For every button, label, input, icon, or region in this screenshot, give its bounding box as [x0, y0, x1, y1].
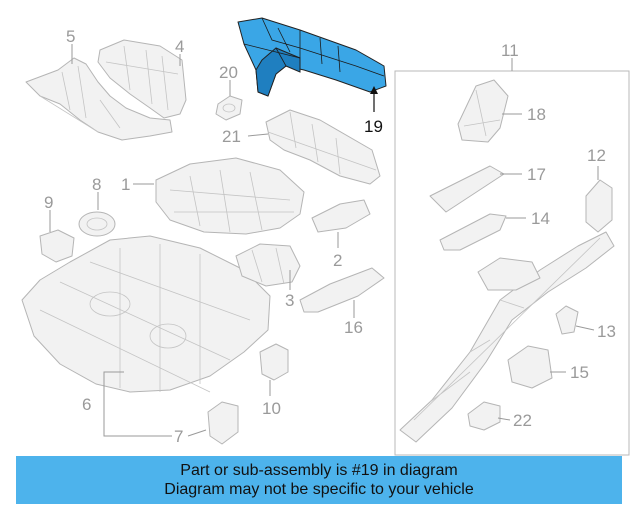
part-17-shape [429, 165, 505, 213]
leader-lines [49, 44, 599, 437]
callout-16: 16 [344, 318, 363, 337]
part-2-shape [311, 199, 371, 233]
callout-17: 17 [527, 165, 546, 184]
info-banner: Part or sub-assembly is #19 in diagram D… [16, 456, 622, 504]
callout-5: 5 [66, 27, 75, 46]
banner-line-2: Diagram may not be specific to your vehi… [164, 481, 474, 498]
part-18-shape [457, 79, 509, 143]
part-20-shape [215, 95, 243, 121]
callout-8: 8 [92, 175, 101, 194]
part-19-shape [237, 17, 387, 97]
callout-22: 22 [513, 411, 532, 430]
callout-13: 13 [597, 322, 616, 341]
callout-2: 2 [333, 251, 342, 270]
part-22-shape [467, 401, 501, 431]
callout-12: 12 [587, 146, 606, 165]
part-9-shape [39, 229, 75, 263]
callout-18: 18 [527, 105, 546, 124]
callout-3: 3 [285, 291, 294, 310]
part-7-shape [207, 401, 239, 445]
part-1-shape [155, 157, 305, 235]
callout-7: 7 [174, 427, 183, 446]
callout-11: 11 [501, 41, 519, 60]
part-4-shape [97, 39, 187, 119]
part-8-shape [78, 211, 116, 237]
part-13-shape [555, 305, 579, 335]
part-14-shape [439, 213, 507, 251]
side-rail-shape [399, 231, 615, 443]
callout-19: 19 [364, 117, 383, 136]
callout-15: 15 [570, 363, 589, 382]
part-15-shape [507, 345, 553, 389]
callout-4: 4 [175, 37, 184, 56]
callout-6: 6 [82, 395, 91, 414]
floor-pan-shape [21, 235, 271, 393]
part-21-shape [265, 109, 381, 185]
callout-21: 21 [222, 127, 241, 146]
callout-9: 9 [44, 193, 53, 212]
part-5-shape [25, 57, 173, 141]
callout-10: 10 [262, 399, 281, 418]
part-3-shape [235, 243, 301, 287]
callout-1: 1 [121, 175, 130, 194]
parts-diagram: 5 4 20 19 21 1 8 9 2 3 16 6 10 7 11 18 1… [21, 17, 630, 456]
part-16-shape [299, 267, 385, 313]
banner-line-1: Part or sub-assembly is #19 in diagram [180, 462, 458, 479]
part-12-shape [585, 179, 613, 233]
callout-14: 14 [531, 209, 550, 228]
callout-20: 20 [219, 63, 238, 82]
part-10-shape [259, 343, 289, 381]
